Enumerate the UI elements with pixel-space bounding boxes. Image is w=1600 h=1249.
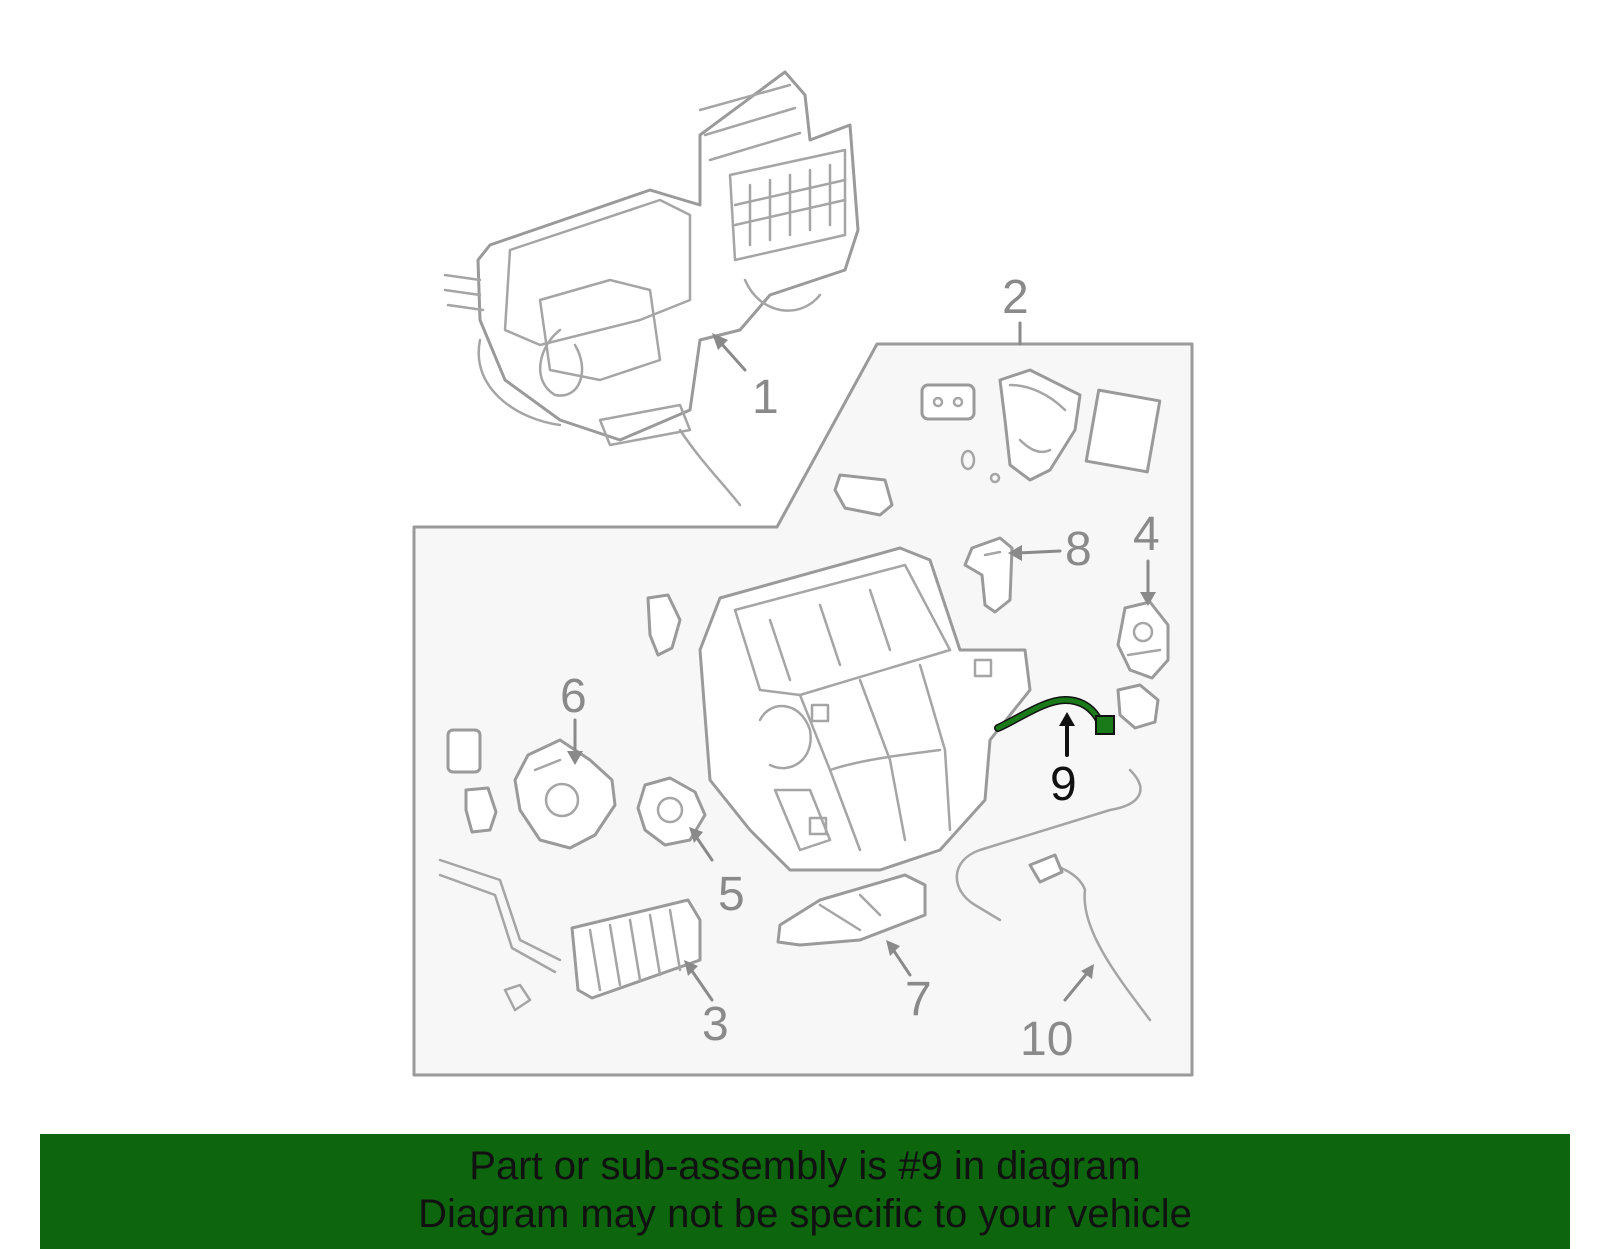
callout-4: 4 <box>1133 508 1160 561</box>
callout-1: 1 <box>752 371 779 424</box>
callout-8: 8 <box>1065 523 1092 576</box>
part-9-wire-harness[interactable] <box>994 695 1115 735</box>
callout-10: 10 <box>1020 1013 1073 1066</box>
part-4-actuator[interactable] <box>1116 600 1170 680</box>
callout-9: 9 <box>1050 758 1077 811</box>
callout-5: 5 <box>718 868 745 921</box>
bracket <box>646 593 682 657</box>
callout-6: 6 <box>560 670 587 723</box>
clip-left-upper <box>446 728 482 774</box>
callout-2: 2 <box>1002 271 1029 324</box>
callout-7: 7 <box>905 973 932 1026</box>
part-3-heater-core[interactable] <box>438 858 702 1012</box>
part-7-duct[interactable] <box>776 873 927 947</box>
part-8-component[interactable] <box>963 536 1014 614</box>
part-2-components[interactable] <box>833 368 1162 517</box>
info-banner: Part or sub-assembly is #9 in diagram Di… <box>40 1134 1570 1249</box>
part-1-hvac-unit[interactable] <box>443 70 860 507</box>
clip-near-part-4 <box>1116 683 1160 730</box>
callout-3: 3 <box>702 998 729 1051</box>
heater-case[interactable] <box>698 546 1032 872</box>
banner-line-2: Diagram may not be specific to your vehi… <box>418 1192 1192 1236</box>
clip-left-lower <box>464 786 498 834</box>
part-10-hose[interactable] <box>955 768 1152 1022</box>
part-6-actuator[interactable] <box>513 738 617 850</box>
part-5-actuator[interactable] <box>636 776 707 847</box>
banner-line-1: Part or sub-assembly is #9 in diagram <box>469 1144 1141 1188</box>
